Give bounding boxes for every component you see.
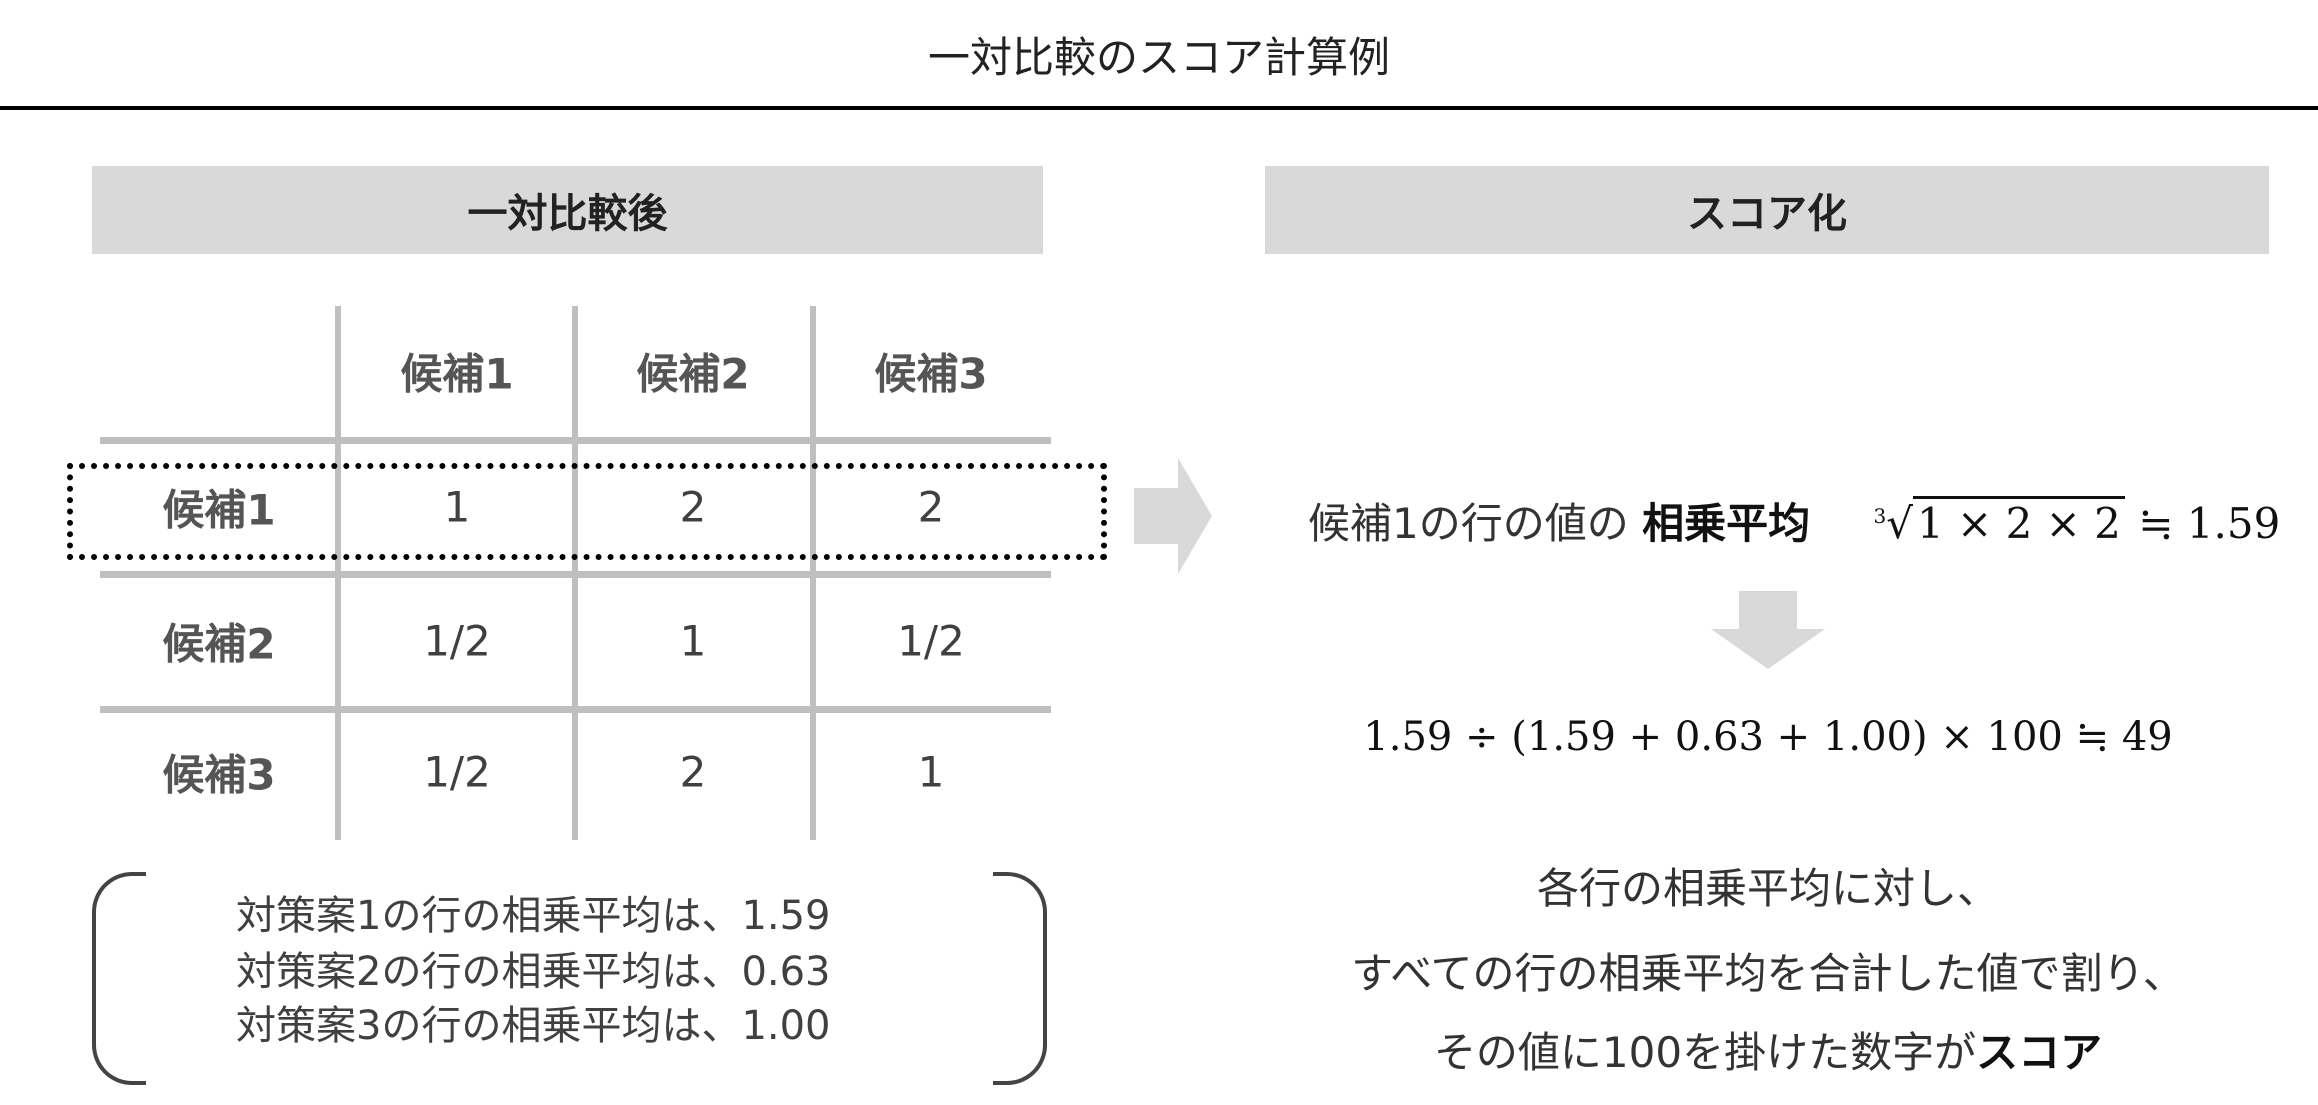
matrix-cell: 2 [917, 482, 945, 532]
matrix-cell: 1/2 [423, 616, 491, 666]
right-arrow-icon [1134, 458, 1212, 574]
left-bracket [92, 872, 146, 1085]
note-line: 対策案1の行の相乗平均は、1.59 [236, 893, 831, 939]
down-arrow-icon [1711, 591, 1825, 669]
left-section-header: 一対比較後 [92, 166, 1043, 254]
right-bracket [993, 872, 1047, 1085]
row-header: 候補2 [162, 619, 276, 669]
equation-result: ≒ 1.59 [2124, 499, 2281, 548]
column-header: 候補1 [400, 349, 514, 399]
explanation-text: その値に100を掛けた数字が [1433, 1028, 1977, 1077]
matrix-cell: 1 [917, 747, 945, 797]
equation-prefix: 候補1の行の値の [1308, 499, 1643, 548]
explanation-emphasis: スコア [1976, 1028, 2103, 1077]
matrix-cell: 2 [679, 747, 707, 797]
page-title: 一対比較のスコア計算例 [927, 33, 1390, 82]
grid-line [100, 706, 1051, 713]
column-header: 候補2 [636, 349, 750, 399]
column-header: 候補3 [874, 349, 988, 399]
matrix-cell: 1 [443, 482, 471, 532]
row-highlight-box [67, 463, 1107, 560]
note-line: 対策案3の行の相乗平均は、1.00 [236, 1003, 831, 1049]
title-divider [0, 106, 2318, 110]
explanation-line: 各行の相乗平均に対し、 [1536, 864, 1999, 913]
right-section-header: スコア化 [1265, 166, 2269, 254]
row-header: 候補3 [162, 750, 276, 800]
radicand: 1 × 2 × 2 [1912, 496, 2125, 548]
geometric-mean-equation: 候補1の行の値の 相乗平均 3√1 × 2 × 2 ≒ 1.59 [1308, 490, 2280, 551]
grid-line [100, 437, 1051, 444]
explanation-line: すべての行の相乗平均を合計した値で割り、 [1351, 949, 2185, 998]
matrix-cell: 1/2 [423, 747, 491, 797]
matrix-cell: 1/2 [897, 616, 965, 666]
explanation-line: その値に100を掛けた数字がスコア [1266, 1019, 2270, 1080]
score-equation: 1.59 ÷ (1.59 + 0.63 + 1.00) × 100 ≒ 49 [1363, 714, 2173, 760]
root-index: 3 [1873, 504, 1887, 528]
note-line: 対策案2の行の相乗平均は、0.63 [236, 949, 831, 995]
grid-line [100, 571, 1051, 578]
matrix-cell: 1 [679, 616, 707, 666]
matrix-cell: 2 [679, 482, 707, 532]
equation-emphasis: 相乗平均 [1642, 499, 1811, 548]
row-header: 候補1 [162, 485, 276, 535]
